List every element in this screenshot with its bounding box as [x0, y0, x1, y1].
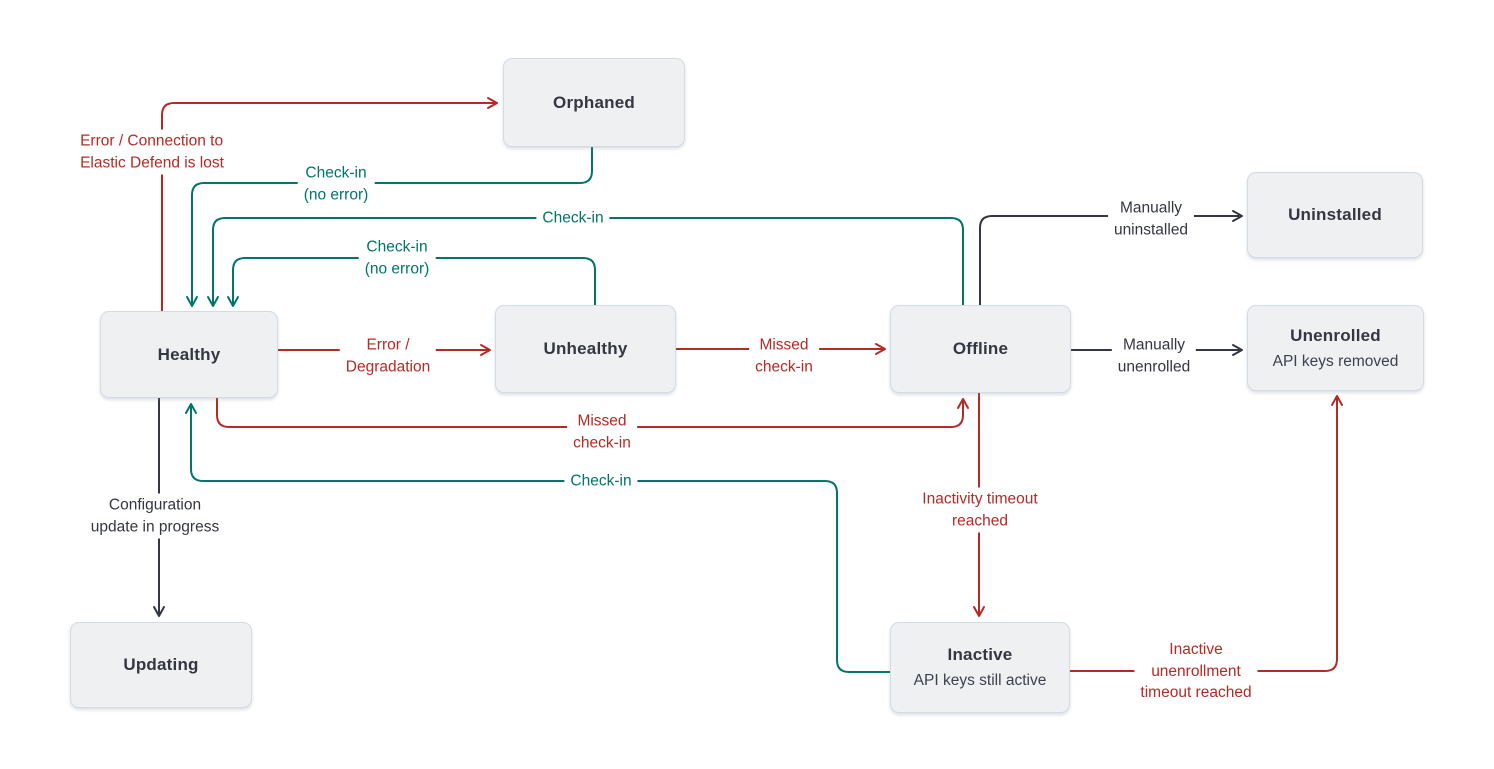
state-uninstalled-label: Uninstalled	[1288, 205, 1382, 224]
state-orphaned-label: Orphaned	[553, 92, 635, 112]
edge-orphaned-to-healthy	[186, 147, 593, 307]
state-updating: Updating	[70, 622, 252, 708]
state-inactive: Inactive API keys still active	[890, 622, 1070, 713]
label-missed-check-in-unhealthy: Missed check-in	[749, 333, 819, 379]
state-offline: Offline	[890, 305, 1071, 393]
state-updating-label: Updating	[123, 655, 199, 674]
state-unenrolled: Unenrolled API keys removed	[1247, 305, 1424, 391]
state-unhealthy-label: Unhealthy	[543, 339, 628, 358]
state-healthy-label: Healthy	[157, 344, 221, 364]
label-error-degradation: Error / Degradation	[339, 333, 437, 379]
state-healthy: Healthy	[100, 311, 278, 398]
edge-inactive-to-healthy	[185, 403, 890, 673]
state-unenrolled-sublabel: API keys removed	[1272, 352, 1399, 370]
label-inactive-unenrollment-timeout: Inactive unenrollment timeout reached	[1134, 637, 1258, 705]
edge-inactive-to-unenrolled	[1070, 395, 1343, 672]
state-orphaned: Orphaned	[503, 58, 685, 147]
label-missed-check-in-healthy: Missed check-in	[567, 409, 637, 455]
label-check-in-no-error-orphaned: Check-in (no error)	[297, 161, 375, 207]
label-configuration-update: Configuration update in progress	[84, 493, 226, 539]
label-manually-unenrolled: Manually unenrolled	[1111, 333, 1197, 379]
label-check-in-inactive: Check-in	[564, 469, 638, 493]
state-unenrolled-label: Unenrolled	[1290, 325, 1381, 345]
edge-offline-to-healthy	[207, 217, 964, 307]
label-error-connection-lost: Error / Connection to Elastic Defend is …	[74, 129, 230, 175]
state-inactive-label: Inactive	[947, 645, 1013, 664]
state-uninstalled: Uninstalled	[1247, 172, 1423, 258]
state-offline-label: Offline	[952, 339, 1009, 358]
state-unhealthy: Unhealthy	[495, 305, 676, 393]
label-check-in-offline: Check-in	[536, 206, 610, 230]
edge-offline-to-uninstalled	[979, 210, 1243, 305]
edge-healthy-to-orphaned	[161, 97, 498, 311]
label-check-in-no-error-unhealthy: Check-in (no error)	[358, 235, 436, 281]
label-manually-uninstalled: Manually uninstalled	[1107, 196, 1195, 242]
state-inactive-sublabel: API keys still active	[913, 672, 1047, 689]
label-inactivity-timeout: Inactivity timeout reached	[916, 487, 1044, 533]
